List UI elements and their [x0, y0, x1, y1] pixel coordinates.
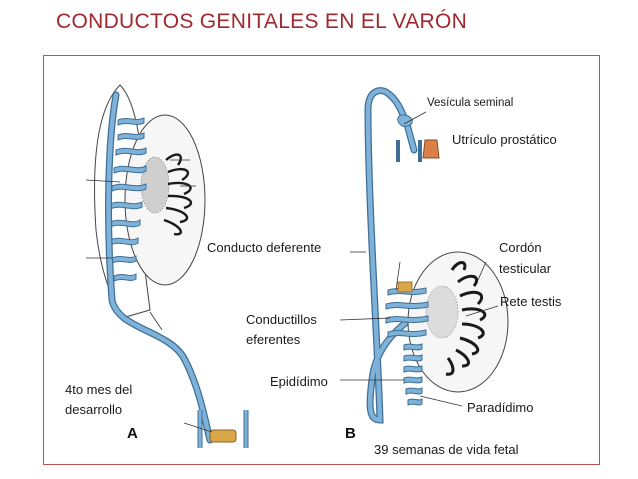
tubules-a	[163, 153, 193, 236]
utricle-a	[209, 429, 237, 443]
tubules-b	[445, 261, 487, 376]
label-eferentes: eferentes	[246, 332, 301, 347]
label-conducto-deferente: Conducto deferente	[207, 240, 322, 255]
panel-b-drawing	[339, 87, 509, 424]
label-39-semanas: 39 semanas de vida fetal	[374, 442, 519, 457]
efferent-ductules-b	[385, 287, 429, 338]
label-utriculo-prostatico: Utrículo prostático	[452, 132, 557, 147]
leaders-b	[339, 111, 499, 407]
panel-letter-b: B	[345, 425, 356, 442]
diagram-frame	[43, 55, 600, 465]
label-testicular: testicular	[499, 261, 552, 276]
epididymis-coil	[403, 343, 423, 406]
prostatic-utricle	[422, 139, 440, 159]
label-conductillos: Conductillos	[246, 312, 317, 327]
label-vesicula-seminal: Vesícula seminal	[427, 97, 514, 109]
label-rete-testis: Rete testis	[500, 294, 562, 309]
leaders-a	[85, 159, 213, 433]
mesonephric-tubules-a	[109, 117, 147, 282]
label-epididimo: Epidídimo	[270, 374, 328, 389]
panel-a-drawing	[85, 84, 249, 448]
label-cuarto-mes: 4to mes del	[65, 382, 133, 397]
rete-testis-b	[425, 285, 459, 339]
label-desarrollo: desarrollo	[65, 402, 123, 417]
label-paradidimo: Paradídimo	[467, 400, 534, 415]
panel-letter-a: A	[127, 425, 138, 442]
page-title: CONDUCTOS GENITALES EN EL VARÓN	[56, 10, 468, 33]
appendix-gold	[397, 281, 413, 293]
label-cordon: Cordón	[499, 240, 542, 255]
seminal-vesicle	[397, 114, 413, 127]
